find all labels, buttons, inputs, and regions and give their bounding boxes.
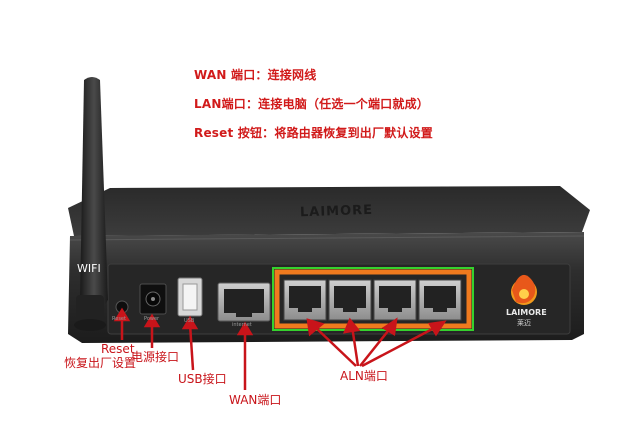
panel-label-usb: USB xyxy=(184,318,195,324)
panel-label-wan: internet xyxy=(232,322,252,328)
callout-reset-cn: 恢复出厂设置 xyxy=(64,356,137,370)
callout-lan: ALN端口 xyxy=(340,369,388,383)
antenna xyxy=(74,77,108,331)
top-brand-text: LAIMORE xyxy=(299,202,374,221)
callout-usb: USB接口 xyxy=(178,372,227,386)
logo-sub-text: 莱迈 xyxy=(517,319,531,327)
lan-ports xyxy=(283,279,462,321)
callout-arrows xyxy=(113,307,447,390)
lan-note: LAN端口：连接电脑（任选一个端口就成） xyxy=(194,97,429,111)
logo-brand-text: LAIMORE xyxy=(506,308,547,317)
panel-label-power: Power xyxy=(144,316,160,322)
wan-note: WAN 端口：连接网线 xyxy=(194,68,317,82)
antenna-label: WIFI xyxy=(77,262,101,275)
callout-power: 电源接口 xyxy=(131,350,180,364)
lan-highlight-orange xyxy=(274,269,472,329)
router-top xyxy=(68,186,590,236)
callout-wan: WAN端口 xyxy=(229,393,282,407)
panel-label-reset: Reset xyxy=(112,316,126,322)
callout-reset-en: Reset xyxy=(101,342,135,356)
brand-logo xyxy=(511,274,537,305)
lan-highlight-green xyxy=(272,267,474,331)
reset-note: Reset 按钮：将路由器恢复到出厂默认设置 xyxy=(194,126,433,140)
